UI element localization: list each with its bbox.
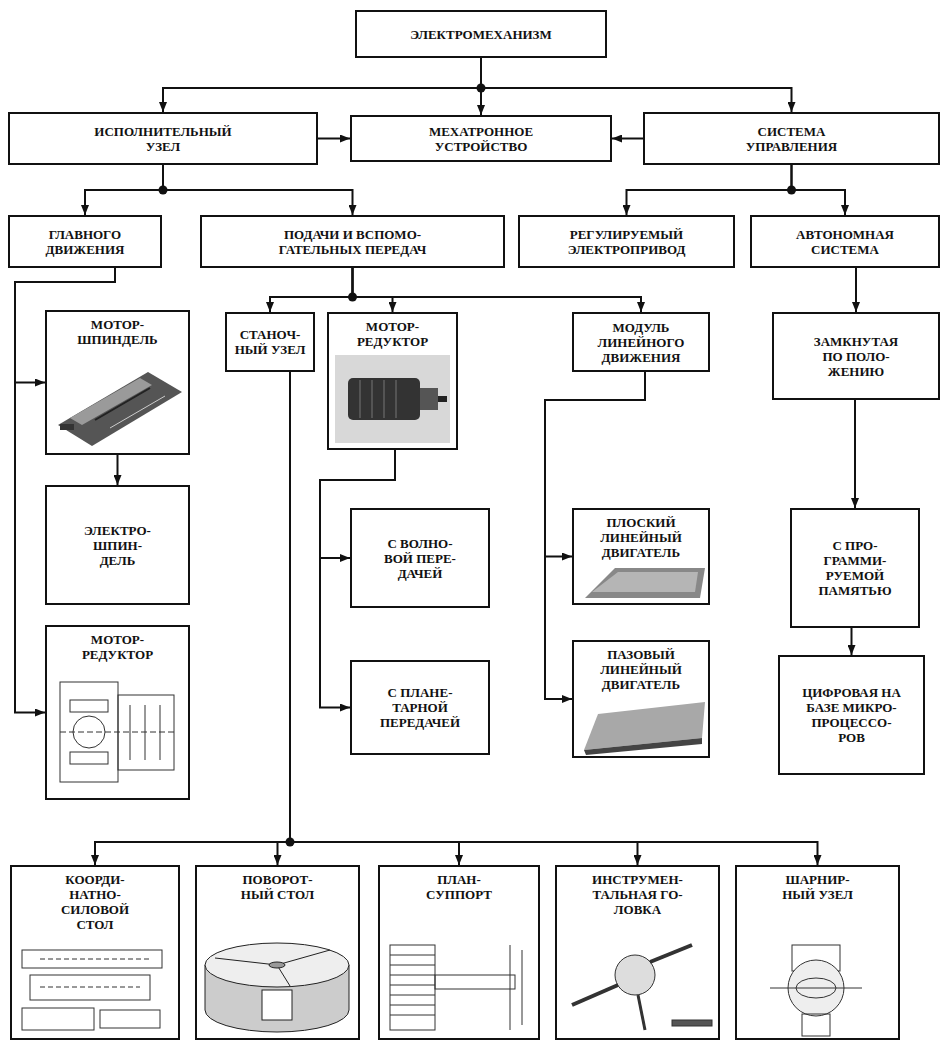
process-box: ПОВОРОТ- НЫЙ СТОЛ — [195, 865, 360, 1040]
box-label: ПЛОСКИЙ ЛИНЕЙНЫЙ ДВИГАТЕЛЬ — [586, 515, 696, 560]
box-label: ЭЛЕКТРО- ШПИН- ДЕЛЬ — [78, 523, 158, 568]
process-box: ИСПОЛНИТЕЛЬНЫЙ УЗЕЛ — [8, 112, 318, 165]
connector-arrow — [95, 372, 290, 865]
junction-dots — [159, 84, 797, 847]
process-box: С ВОЛНО- ВОЙ ПЕРЕ- ДАЧЕЙ — [350, 508, 490, 608]
process-box: АВТОНОМНАЯ СИСТЕМА — [750, 215, 940, 268]
box-label: ИНСТРУМЕН- ТАЛЬНАЯ ГО- ЛОВКА — [578, 872, 698, 917]
connector-arrow — [278, 372, 291, 865]
flat-linear-motor-picture — [585, 568, 705, 598]
box-label: ЭЛЕКТРОМЕХАНИЗМ — [410, 27, 552, 42]
process-box: МОТОР- РЕДУКТОР — [45, 625, 190, 800]
box-label: КООРДИ- НАТНО- СИЛОВОЙ СТОЛ — [55, 872, 135, 932]
connector-arrow — [290, 372, 459, 865]
process-box: ЦИФРОВАЯ НА БАЗЕ МИКРО- ПРОЦЕССО- РОВ — [778, 655, 925, 775]
connector-arrow — [85, 165, 163, 215]
connector-arrow — [612, 138, 643, 140]
connector-arrow — [163, 58, 481, 112]
connector-arrow — [855, 268, 857, 312]
hinge-unit-drawing — [770, 945, 862, 1036]
box-label: С ВОЛНО- ВОЙ ПЕРЕ- ДАЧЕЙ — [373, 536, 468, 581]
process-box: КООРДИ- НАТНО- СИЛОВОЙ СТОЛ — [10, 865, 180, 1040]
connector-arrow — [270, 268, 353, 312]
box-label: С ПРО- ГРАММИ- РУЕМОЙ ПАМЯТЬЮ — [808, 538, 903, 598]
box-label: МОТОР- РЕДУКТОР — [343, 319, 443, 349]
rotary-table-drawing — [205, 943, 349, 1032]
tool-head-drawing — [572, 945, 712, 1030]
box-label: ЦИФРОВАЯ НА БАЗЕ МИКРО- ПРОЦЕССО- РОВ — [802, 685, 902, 745]
process-box: МОТОР- ШПИНДЕЛЬ — [45, 310, 190, 455]
process-box: ПОДАЧИ И ВСПОМО- ГАТЕЛЬНЫХ ПЕРЕДАЧ — [200, 215, 505, 268]
box-label: С ПЛАНЕ- ТАРНОЙ ПЕРЕДАЧЕЙ — [370, 685, 470, 730]
connector-arrow — [792, 165, 846, 215]
box-label: АВТОНОМНАЯ СИСТЕМА — [775, 227, 915, 257]
process-box: ИНСТРУМЕН- ТАЛЬНАЯ ГО- ЛОВКА — [555, 865, 720, 1040]
coordinate-table-drawing — [22, 950, 162, 1030]
box-label: ПЛАН- СУППОРТ — [419, 872, 499, 902]
box-label: ИСПОЛНИТЕЛЬНЫЙ УЗЕЛ — [78, 124, 248, 154]
process-box: СИСТЕМА УПРАВЛЕНИЯ — [643, 112, 940, 165]
box-label: МОТОР- РЕДУКТОР — [68, 632, 168, 662]
motor-spindle-picture — [58, 372, 182, 446]
box-label: ШАРНИР- НЫЙ УЗЕЛ — [773, 872, 863, 902]
slot-linear-motor-picture — [584, 702, 705, 755]
box-label: ПАЗОВЫЙ ЛИНЕЙНЫЙ ДВИГАТЕЛЬ — [586, 647, 696, 692]
box-label: ПОВОРОТ- НЫЙ СТОЛ — [228, 872, 328, 902]
connector-arrow — [290, 372, 818, 865]
process-box: МОДУЛЬ ЛИНЕЙНОГО ДВИЖЕНИЯ — [572, 312, 710, 372]
connector-arrow — [627, 165, 792, 215]
process-box: ПЛАН- СУППОРТ — [378, 865, 540, 1040]
process-box: СТАНОЧ- НЫЙ УЗЕЛ — [225, 312, 315, 372]
process-box: ЭЛЕКТРОМЕХАНИЗМ — [355, 10, 607, 58]
box-label: СИСТЕМА УПРАВЛЕНИЯ — [717, 124, 867, 154]
process-box: С ПЛАНЕ- ТАРНОЙ ПЕРЕДАЧЕЙ — [350, 660, 490, 755]
process-box: ПЛОСКИЙ ЛИНЕЙНЫЙ ДВИГАТЕЛЬ — [572, 508, 710, 605]
box-label: МОТОР- ШПИНДЕЛЬ — [68, 317, 168, 347]
connector-arrow — [854, 400, 856, 508]
connector-arrow — [353, 268, 642, 312]
connector-arrow — [318, 138, 350, 140]
process-box: ГЛАВНОГО ДВИЖЕНИЯ — [8, 215, 162, 268]
feed-motor-reducer-photo — [335, 355, 450, 443]
process-box: ЗАМКНУТАЯ ПО ПОЛО- ЖЕНИЮ — [772, 312, 940, 400]
connector-arrow — [320, 450, 395, 558]
main-motor-reducer-drawing — [60, 682, 174, 782]
box-label: РЕГУЛИРУЕМЫЙ ЭЛЕКТРОПРИВОД — [537, 227, 717, 257]
connector-arrow — [163, 165, 353, 215]
process-box: ПАЗОВЫЙ ЛИНЕЙНЫЙ ДВИГАТЕЛЬ — [572, 640, 710, 758]
box-label: ПОДАЧИ И ВСПОМО- ГАТЕЛЬНЫХ ПЕРЕДАЧ — [253, 227, 453, 257]
process-box: МОТОР- РЕДУКТОР — [327, 312, 458, 450]
connector-arrow — [481, 58, 792, 112]
connector-arrow — [353, 268, 393, 312]
box-label: МОДУЛЬ ЛИНЕЙНОГО ДВИЖЕНИЯ — [581, 320, 701, 365]
process-box: РЕГУЛИРУЕМЫЙ ЭЛЕКТРОПРИВОД — [518, 215, 735, 268]
box-label: СТАНОЧ- НЫЙ УЗЕЛ — [231, 327, 309, 357]
connector-arrow — [851, 628, 853, 655]
box-label: МЕХАТРОННОЕ УСТРОЙСТВО — [396, 124, 566, 154]
connector-arrow — [290, 372, 638, 865]
process-box: ЭЛЕКТРО- ШПИН- ДЕЛЬ — [45, 485, 190, 605]
process-box: ШАРНИР- НЫЙ УЗЕЛ — [735, 865, 900, 1040]
process-box: С ПРО- ГРАММИ- РУЕМОЙ ПАМЯТЬЮ — [790, 508, 920, 628]
facing-head-drawing — [390, 945, 522, 1030]
box-label: ЗАМКНУТАЯ ПО ПОЛО- ЖЕНИЮ — [806, 334, 906, 379]
connector-arrow — [117, 455, 119, 485]
box-label: ГЛАВНОГО ДВИЖЕНИЯ — [25, 227, 145, 257]
process-box: МЕХАТРОННОЕ УСТРОЙСТВО — [350, 115, 612, 162]
connector-arrow — [320, 450, 395, 708]
